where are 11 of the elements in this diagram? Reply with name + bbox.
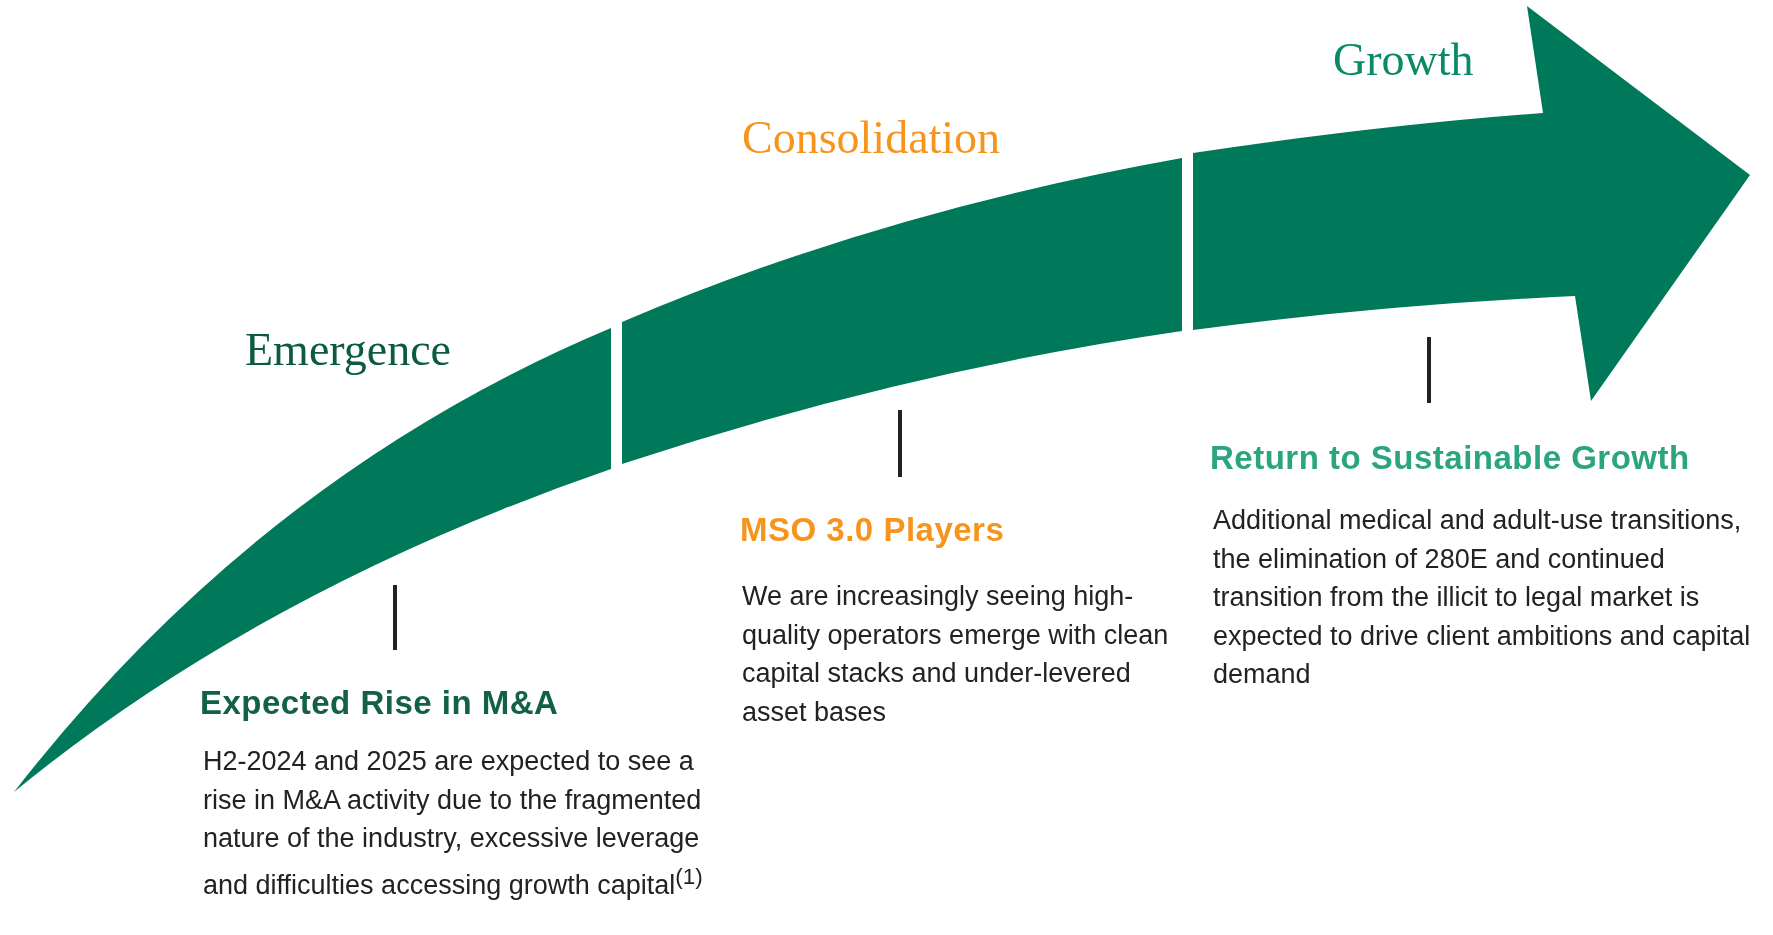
phase-title: Emergence bbox=[245, 325, 452, 376]
arrow-segment bbox=[622, 158, 1182, 464]
stage-description: We are increasingly seeing high-quality operators emerge with clean capital stacks and under-levered asset bases bbox=[742, 580, 1170, 729]
phase-title: Consolidation bbox=[742, 113, 1001, 164]
stage-heading: MSO 3.0 Players bbox=[740, 510, 1005, 550]
stage-description: H2-2024 and 2025 are expected to see a rise in M&A activity due to the fragmented nature of the industry, excessive leverage and difficulties accessing growth capital$^{(1)}$ bbox=[203, 745, 704, 902]
arrow-segment bbox=[1193, 6, 1750, 401]
stage-heading: Return to Sustainable Growth bbox=[1210, 438, 1690, 478]
phase-title: Growth bbox=[1333, 35, 1474, 86]
stage-heading: Expected Rise in M&A bbox=[200, 683, 559, 723]
stage-description: Additional medical and adult-use transitions, the elimination of 280E and continued transition from the illicit to legal market is expected to drive client ambitions and capital demand bbox=[1213, 504, 1752, 691]
